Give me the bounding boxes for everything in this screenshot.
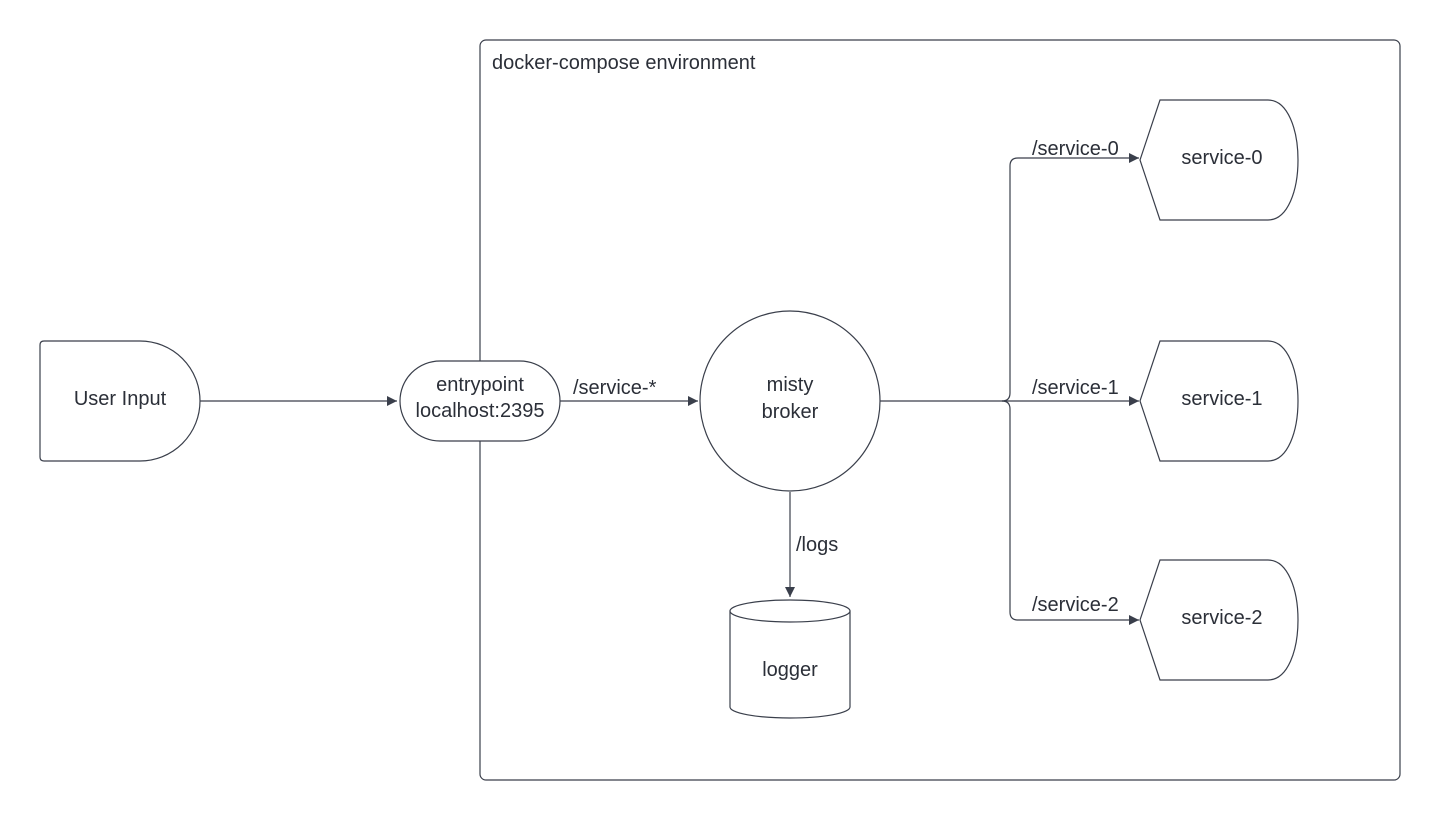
edge-broker-to-logger-label: /logs: [796, 534, 838, 556]
user-input-label: User Input: [74, 388, 167, 410]
node-user-input[interactable]: User Input: [39, 340, 201, 462]
entrypoint-label-line2: localhost:2395: [416, 400, 545, 422]
logger-label: logger: [762, 659, 818, 681]
entrypoint-label-line1: entrypoint: [436, 374, 524, 396]
service-2-shape: [1139, 559, 1299, 681]
user-input-shape: [39, 340, 201, 462]
service-2-label: service-2: [1181, 607, 1262, 629]
edge-entry-to-broker-label: /service-*: [573, 377, 657, 399]
node-entrypoint[interactable]: entrypoint localhost:2395: [399, 360, 561, 442]
edge-to-service-0-line: [1001, 153, 1139, 402]
edge-to-service-1-label: /service-1: [1032, 377, 1119, 399]
service-1-shape: [1139, 340, 1299, 462]
service-0-shape: [1139, 99, 1299, 221]
entrypoint-shape: [399, 360, 561, 442]
logger-top: [729, 599, 851, 623]
node-logger[interactable]: logger: [729, 599, 851, 719]
edge-broker-to-logger[interactable]: /logs: [785, 492, 838, 597]
node-service-0[interactable]: service-0: [1139, 99, 1299, 221]
node-broker[interactable]: misty broker: [699, 310, 881, 492]
service-0-label: service-0: [1181, 147, 1262, 169]
service-1-label: service-1: [1181, 388, 1262, 410]
logger-body: [729, 611, 851, 719]
broker-shape: [699, 310, 881, 492]
broker-label-line1: misty: [767, 374, 814, 396]
node-service-2[interactable]: service-2: [1139, 559, 1299, 681]
broker-label-line2: broker: [762, 401, 819, 423]
edge-entry-to-broker[interactable]: /service-*: [560, 377, 698, 406]
node-service-1[interactable]: service-1: [1139, 340, 1299, 462]
container-label: docker-compose environment: [492, 52, 756, 74]
edge-to-service-2-label: /service-2: [1032, 594, 1119, 616]
edge-to-service-2-line: [1001, 400, 1139, 625]
edge-to-service-0-label: /service-0: [1032, 138, 1119, 160]
edge-broker-to-services[interactable]: /service-0 /service-1 /service-2: [880, 138, 1139, 625]
